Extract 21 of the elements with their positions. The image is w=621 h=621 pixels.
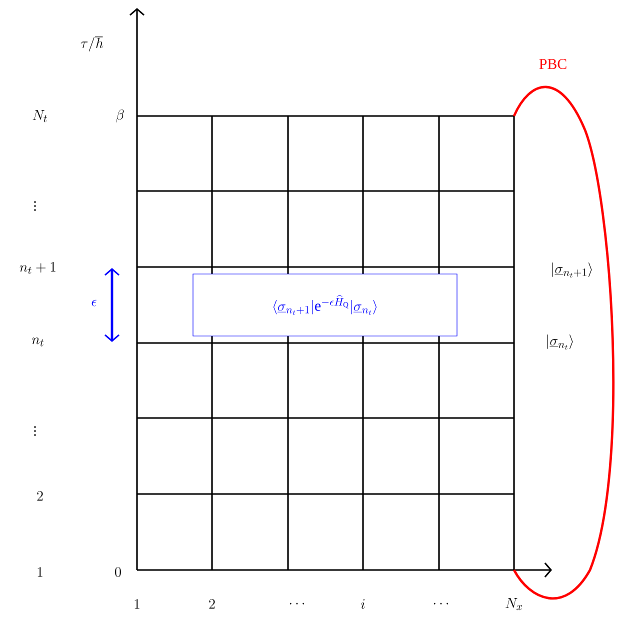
label: $\vdots$ <box>34 201 36 211</box>
label: $N_t$ <box>32 110 47 122</box>
tick-label: $1$ <box>134 599 140 609</box>
pbc-label: PBC <box>539 58 566 69</box>
label: $\beta$ <box>116 109 124 122</box>
formula-box: $\langle\underline{\sigma}_{n_t+1}|\mathrm{e}^{-\epsilon\widehat{H}_{\mathrm{Q}}}|\underline{\sigma}_{n_t}\rangle$ <box>192 274 458 336</box>
label: $\vdots$ <box>34 426 36 436</box>
tick-label: $N_x$ <box>506 598 522 610</box>
state-label: $|\underline{\sigma}_{n_t+1}\rangle$ <box>552 262 592 278</box>
tick-label: $0$ <box>115 567 121 577</box>
tick-label: $i$ <box>361 599 365 609</box>
label: $\tau/\hbar$ <box>80 36 104 52</box>
label: $1$ <box>38 567 42 577</box>
epsilon-label: $\epsilon$ <box>92 300 96 306</box>
state-label: $|\underline{\sigma}_{n_t}\rangle$ <box>547 334 573 350</box>
tick-label: $2$ <box>209 599 215 609</box>
label: $n_t+1$ <box>20 262 56 274</box>
tick-label: $\cdots$ <box>434 602 448 604</box>
label: $2$ <box>37 491 43 501</box>
tick-label: $\cdots$ <box>290 602 304 604</box>
label: $n_t$ <box>32 338 44 346</box>
